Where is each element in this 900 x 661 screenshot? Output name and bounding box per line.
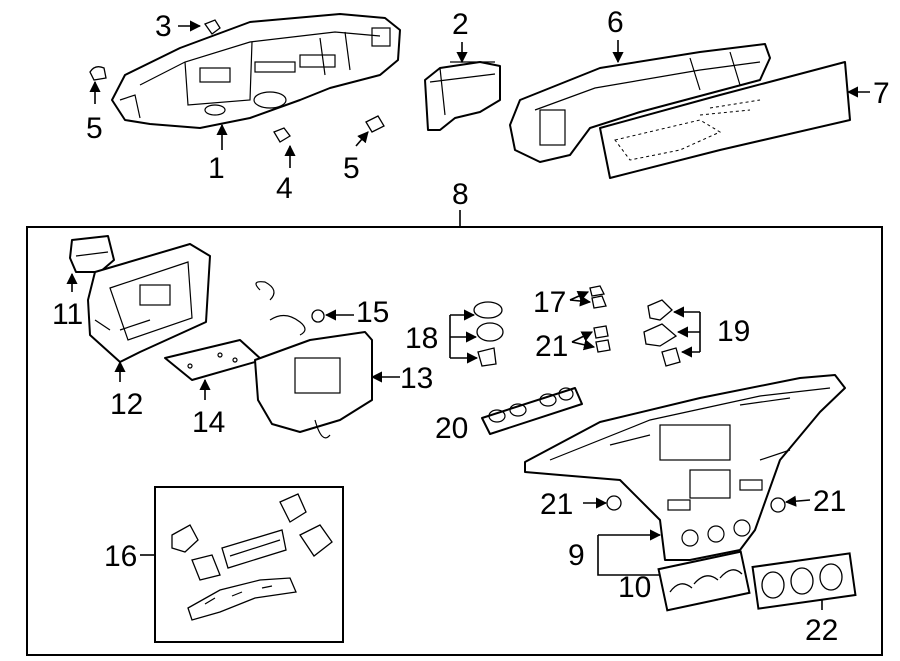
center-bezel-part bbox=[524, 374, 846, 561]
callout-18: 18 bbox=[405, 322, 438, 355]
knob-set-10 bbox=[657, 550, 751, 612]
callout-20: 20 bbox=[435, 412, 468, 445]
callout-5-right: 5 bbox=[343, 152, 360, 185]
knob-set-22 bbox=[751, 552, 857, 610]
callout-13: 13 bbox=[400, 362, 433, 395]
bulb-part-5-left bbox=[89, 66, 107, 81]
callout-19: 19 bbox=[717, 315, 750, 348]
callout-10: 10 bbox=[618, 571, 651, 604]
callout-21-left: 21 bbox=[540, 488, 573, 521]
cluster-lens-part bbox=[599, 61, 851, 179]
callout-3: 3 bbox=[155, 10, 172, 43]
knob-set-17 bbox=[589, 285, 607, 309]
switch-set-19 bbox=[643, 299, 681, 367]
bracket-part-11 bbox=[69, 235, 115, 273]
display-module-part bbox=[424, 61, 501, 131]
callout-16: 16 bbox=[104, 540, 137, 573]
callout-11: 11 bbox=[52, 298, 83, 331]
bulb-part-4 bbox=[273, 127, 291, 143]
callout-5-left: 5 bbox=[86, 112, 103, 145]
clip-part-3 bbox=[203, 19, 221, 35]
callout-21-middle: 21 bbox=[535, 330, 568, 363]
callout-22: 22 bbox=[805, 614, 838, 647]
callout-21-right: 21 bbox=[813, 485, 846, 518]
callout-14: 14 bbox=[192, 406, 225, 439]
callout-12: 12 bbox=[110, 388, 143, 421]
panel-harness-part bbox=[254, 281, 373, 439]
callout-1: 1 bbox=[208, 152, 225, 185]
knob-set-18 bbox=[473, 301, 504, 367]
callout-9: 9 bbox=[568, 539, 585, 572]
callout-6: 6 bbox=[607, 6, 624, 39]
callout-2: 2 bbox=[452, 8, 469, 41]
bulb-part-21-right bbox=[770, 497, 786, 513]
callout-15: 15 bbox=[356, 296, 389, 329]
cluster-bezel-part bbox=[509, 43, 771, 163]
plate-part-14 bbox=[164, 339, 263, 381]
knob-bank-20 bbox=[481, 387, 583, 435]
callout-4: 4 bbox=[276, 172, 293, 205]
bulb-part-15 bbox=[311, 309, 325, 323]
cluster-housing-part bbox=[111, 13, 401, 129]
callout-8: 8 bbox=[452, 178, 469, 211]
bulb-set-21-middle bbox=[593, 325, 611, 353]
callout-17: 17 bbox=[533, 286, 566, 319]
switch-components-16 bbox=[154, 486, 344, 643]
mounting-frame-part bbox=[87, 243, 211, 363]
bulb-part-5-right bbox=[365, 115, 385, 133]
assembly-8-box bbox=[26, 226, 883, 656]
bulb-part-21-left bbox=[606, 495, 622, 511]
callout-7: 7 bbox=[873, 77, 890, 110]
